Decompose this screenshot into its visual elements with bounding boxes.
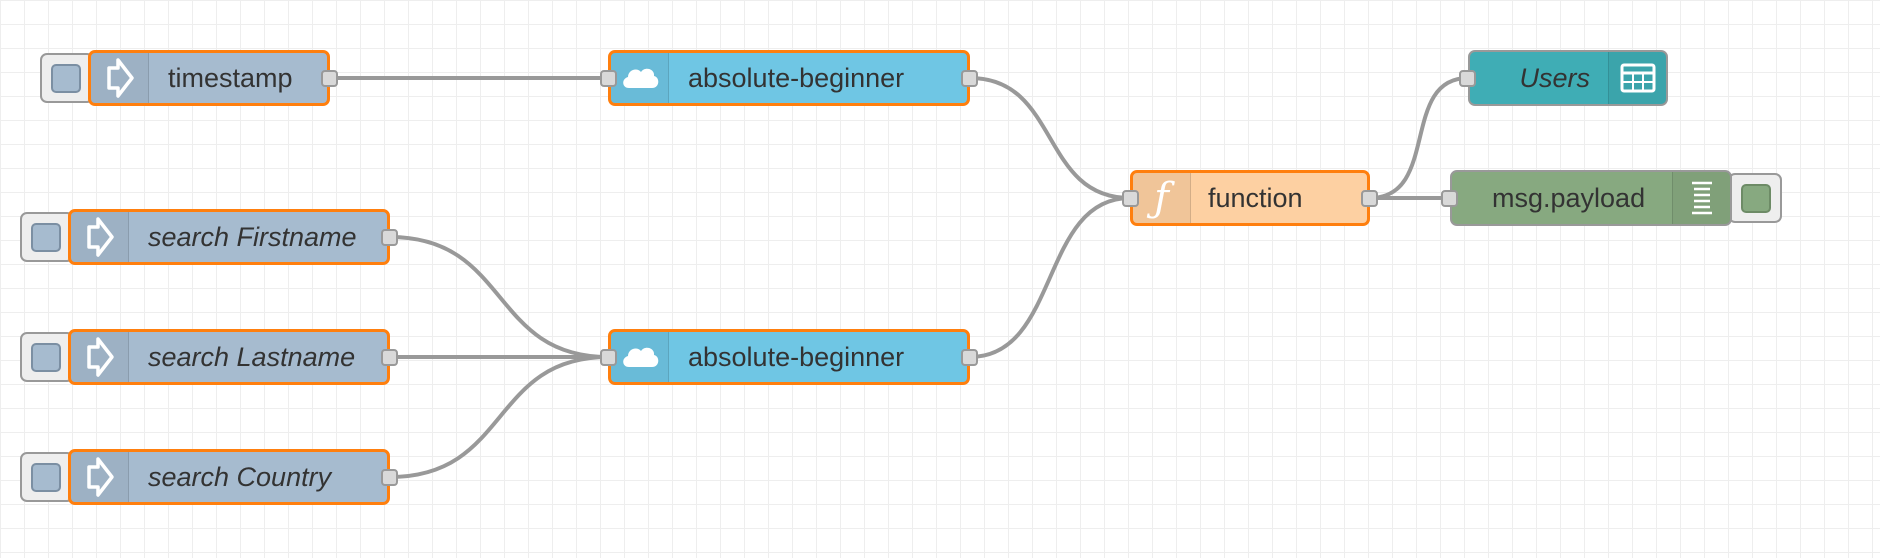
inject-node-timestamp[interactable]: timestamp	[88, 50, 338, 106]
inject-icon	[71, 452, 129, 502]
output-port[interactable]	[381, 228, 398, 246]
output-port[interactable]	[961, 69, 978, 87]
table-node-users[interactable]: Users	[1459, 50, 1668, 106]
node-label: function	[1208, 182, 1303, 213]
debug-toggle-button[interactable]	[1728, 173, 1782, 223]
output-port[interactable]	[381, 468, 398, 486]
wire-firstname-to-db-bottom[interactable]	[389, 235, 609, 359]
cloud-icon	[611, 332, 669, 382]
node-label: absolute-beginner	[688, 341, 905, 372]
input-port[interactable]	[1122, 189, 1139, 207]
inject-trigger-button[interactable]	[20, 332, 74, 382]
inject-icon	[91, 53, 149, 103]
function-node[interactable]: ƒ function	[1122, 170, 1378, 226]
node-label: search Country	[148, 461, 332, 492]
node-label: timestamp	[168, 62, 293, 93]
inject-icon	[71, 332, 129, 382]
function-icon: ƒ	[1133, 173, 1191, 223]
inject-node-search-lastname[interactable]: search Lastname	[68, 329, 398, 385]
wire-country-to-db-bottom[interactable]	[389, 355, 609, 479]
node-label: absolute-beginner	[688, 62, 905, 93]
node-label: msg.payload	[1492, 182, 1646, 213]
database-node-bottom[interactable]: absolute-beginner	[600, 329, 978, 385]
wire-db-top-to-function[interactable]	[969, 76, 1131, 200]
output-port[interactable]	[1361, 189, 1378, 207]
input-port[interactable]	[1441, 189, 1458, 207]
wire-db-bottom-to-function[interactable]	[969, 196, 1131, 359]
debug-node[interactable]: msg.payload	[1441, 170, 1732, 226]
inject-trigger-button[interactable]	[40, 53, 94, 103]
inject-node-search-country[interactable]: search Country	[68, 449, 398, 505]
cloud-icon	[611, 53, 669, 103]
input-port[interactable]	[600, 69, 617, 87]
input-port[interactable]	[1459, 69, 1476, 87]
node-label: search Firstname	[148, 221, 357, 252]
output-port[interactable]	[321, 69, 338, 87]
output-port[interactable]	[961, 348, 978, 366]
database-node-top[interactable]: absolute-beginner	[600, 50, 978, 106]
input-port[interactable]	[600, 348, 617, 366]
output-port[interactable]	[381, 348, 398, 366]
node-label: Users	[1519, 62, 1590, 93]
inject-trigger-button[interactable]	[20, 452, 74, 502]
inject-icon	[71, 212, 129, 262]
inject-node-search-firstname[interactable]: search Firstname	[68, 209, 398, 265]
inject-trigger-button[interactable]	[20, 212, 74, 262]
wire-function-to-users[interactable]	[1369, 76, 1469, 200]
node-label: search Lastname	[148, 341, 356, 372]
debug-list-icon	[1672, 172, 1730, 224]
table-icon	[1608, 52, 1666, 104]
